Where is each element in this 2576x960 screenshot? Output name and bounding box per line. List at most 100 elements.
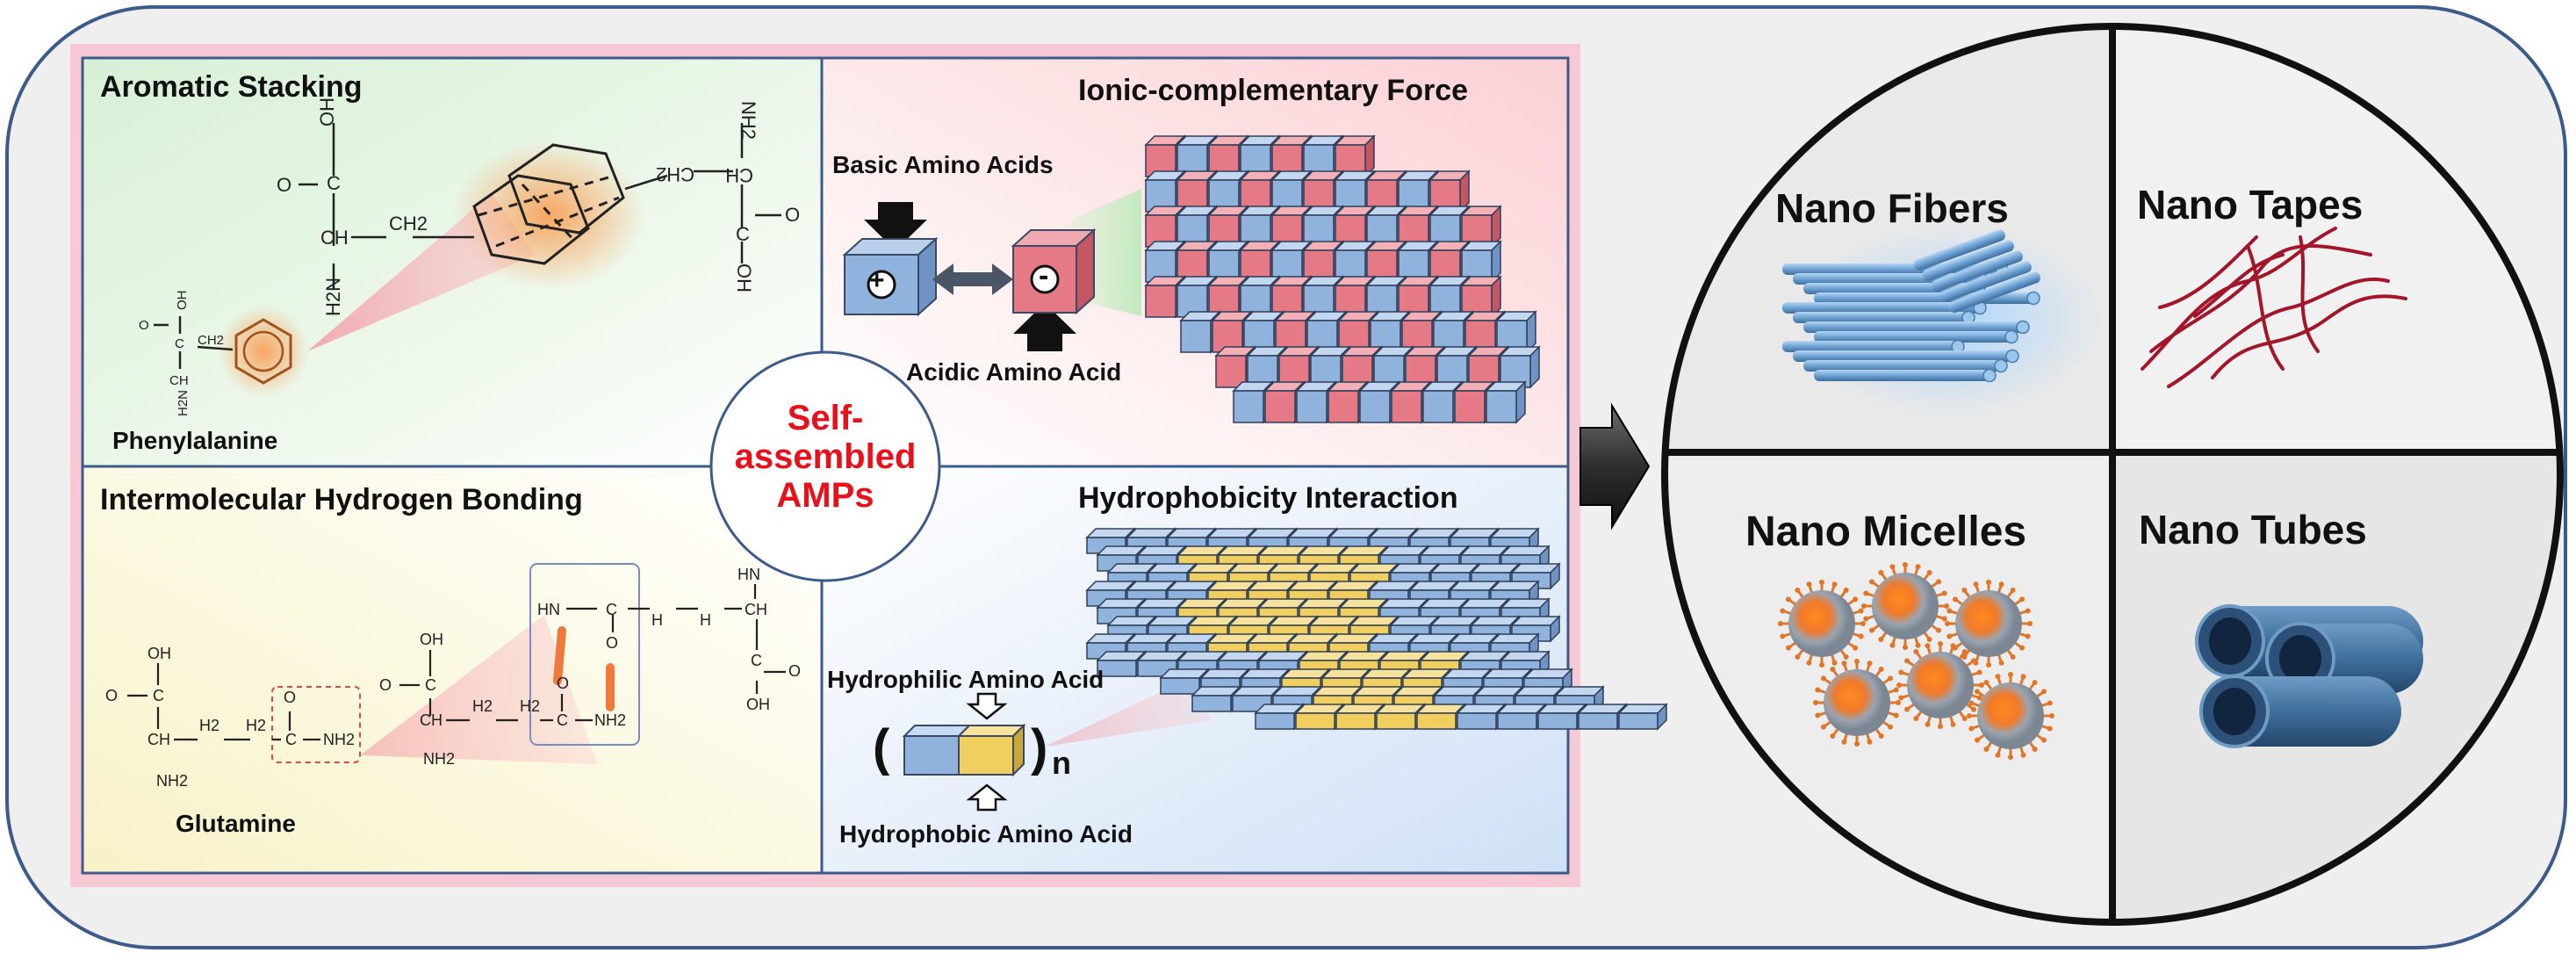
glutamine-label: Glutamine [176, 810, 296, 837]
atom-c-2: C [736, 223, 750, 245]
atom-ch2-1: CH2 [389, 213, 428, 235]
monomer-subscript: n [1052, 745, 1071, 781]
hb-c-2: C [285, 731, 297, 748]
hb-o-3: O [379, 676, 392, 694]
nano-tubes-illustration [2195, 604, 2423, 748]
hb-ch-2: CH [420, 711, 443, 729]
hb-oh-2: OH [420, 631, 443, 648]
hb-c-4: C [557, 711, 568, 729]
hydrophobic-diagram [902, 527, 1668, 812]
monomer [902, 723, 1026, 777]
hydrophobic-arrow [966, 783, 1008, 812]
hb-h2-3: H2 [472, 697, 493, 715]
glutamine-bonds [127, 584, 786, 741]
ionic-block-array [1144, 134, 1541, 424]
atom-o-2: O [785, 204, 800, 226]
phenylalanine-atoms: OH C O CH CH2 H2N NH2 CH2 CH C O OH [277, 97, 800, 316]
acidic-arrow [1013, 303, 1076, 351]
monomer-paren-close: ) [1031, 719, 1048, 776]
nano-tapes-illustration [2141, 227, 2407, 388]
hb-c-1: C [153, 687, 164, 704]
hbond-line-1 [553, 626, 566, 685]
stack-glow [452, 141, 645, 290]
ionic-diagram [842, 134, 1541, 424]
hbond-box [529, 563, 640, 746]
hb-h2-4: H2 [520, 697, 540, 715]
hb-o-2: O [284, 689, 296, 706]
hb-nh2-2: NH2 [323, 731, 355, 748]
hb-c-6: C [751, 652, 762, 669]
monomer-paren-open: ( [873, 719, 890, 776]
aromatic-title: Aromatic Stacking [100, 70, 363, 104]
nano-micelles-illustration [1778, 562, 2054, 760]
nano-micelles-label: Nano Micelles [1745, 509, 2027, 555]
hb-h2-2: H2 [246, 717, 266, 734]
basic-cube [842, 236, 939, 317]
basic-arrow [864, 202, 927, 250]
atom-o-3: O [139, 318, 149, 333]
atom-oh-2: OH [733, 263, 755, 292]
hydrophilic-amino-acid-label: Hydrophilic Amino Acid [827, 666, 1105, 693]
atom-c-1: C [327, 172, 341, 194]
atom-ch2-3: CH2 [198, 333, 224, 348]
hydrophilic-arrow [966, 692, 1008, 720]
plus-sign: + [869, 266, 885, 295]
hbond-title: Intermolecular Hydrogen Bonding [100, 483, 583, 516]
amide-box [271, 686, 361, 763]
double-arrow [932, 263, 1013, 295]
phenylalanine-small-atoms: OH C O CH CH2 H2N [139, 291, 224, 417]
atom-ch2-2: CH2 [656, 163, 694, 185]
hb-ch-3: CH [745, 601, 767, 618]
center-circle [709, 350, 941, 582]
hb-c-3: C [425, 676, 436, 694]
glutamine-atoms: OH O C CH NH2 H2 H2 O C NH2 OH O C CH NH… [105, 566, 801, 790]
hb-hn-2: HN [738, 566, 760, 583]
atom-nh2-1: NH2 [738, 101, 759, 140]
phenyl-glow [218, 306, 309, 397]
nano-fibers-label: Nano Fibers [1775, 185, 2009, 231]
backbone-bonds [154, 123, 781, 369]
hb-oh-1: OH [148, 645, 171, 662]
center-label: Self- assembled AMPs [734, 399, 917, 515]
transition-arrow [1579, 402, 1651, 531]
hb-o-4: O [557, 675, 569, 692]
ionic-title: Ionic-complementary Force [1078, 74, 1469, 107]
atom-c-3: C [175, 336, 184, 351]
hydrophobic-amino-acid-label: Hydrophobic Amino Acid [839, 820, 1133, 848]
acidic-amino-acid-label: Acidic Amino Acid [906, 358, 1122, 386]
atom-ch-1: CH [320, 227, 349, 249]
stack-dash-1 [478, 174, 615, 217]
hb-h2-1: H2 [199, 717, 219, 734]
nano-tapes-label: Nano Tapes [2137, 182, 2364, 227]
acidic-cube [1011, 227, 1097, 315]
atom-oh-3: OH [175, 291, 190, 311]
hb-c-5: C [606, 601, 617, 618]
atom-h2n-3: H2N [176, 390, 191, 416]
hb-h-1: H [651, 611, 663, 629]
nano-tubes-label: Nano Tubes [2139, 507, 2367, 552]
hb-ch-1: CH [148, 731, 170, 748]
phenyl-ring [234, 318, 292, 385]
basic-amino-acids-label: Basic Amino Acids [832, 151, 1054, 178]
stacked-ring-1 [472, 174, 590, 265]
atom-oh-1: OH [316, 97, 338, 126]
atom-h2n-1: H2N [322, 278, 344, 316]
nanostructure-circle [1661, 23, 2564, 926]
atom-ch-2: CH [725, 164, 753, 186]
minus-sign: - [1039, 259, 1049, 292]
aromatic-stacking-diagram: OH C O CH CH2 H2N NH2 CH2 CH C O OH OH C… [139, 97, 800, 416]
hydrophobic-title: Hydrophobicity Interaction [1078, 481, 1458, 515]
hb-nh2-4: NH2 [594, 711, 626, 729]
nano-circle-outline [1661, 23, 2564, 926]
hbond-cone [360, 615, 597, 764]
atom-ch-3: CH [169, 373, 189, 388]
hb-o-5: O [606, 634, 618, 652]
atom-o-1: O [277, 174, 291, 196]
phenyl-ring-inner [242, 330, 284, 372]
hbond-diagram: OH O C CH NH2 H2 H2 O C NH2 OH O C CH NH… [105, 563, 801, 790]
stacked-ring-2 [507, 143, 625, 235]
hb-h-2: H [700, 611, 711, 629]
hb-hn-1: HN [537, 601, 560, 618]
